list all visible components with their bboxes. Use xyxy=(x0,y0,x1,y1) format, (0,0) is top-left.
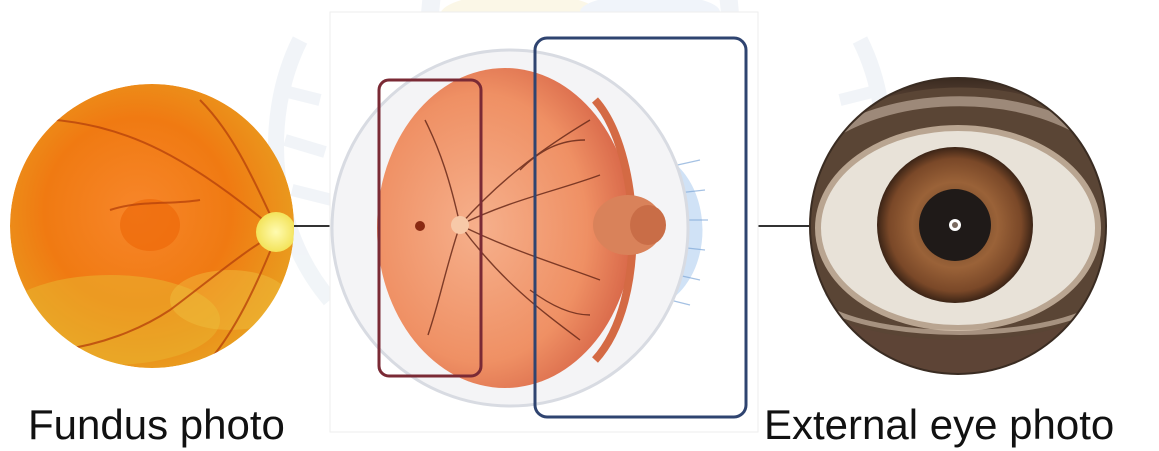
fundus-photo-caption: Fundus photo xyxy=(28,404,285,446)
external-eye-photo xyxy=(810,78,1110,380)
external-eye-photo-caption: External eye photo xyxy=(764,404,1114,446)
optic-disc xyxy=(256,212,296,252)
eyeball-cross-section xyxy=(330,12,758,432)
fundus-photo xyxy=(0,84,296,368)
